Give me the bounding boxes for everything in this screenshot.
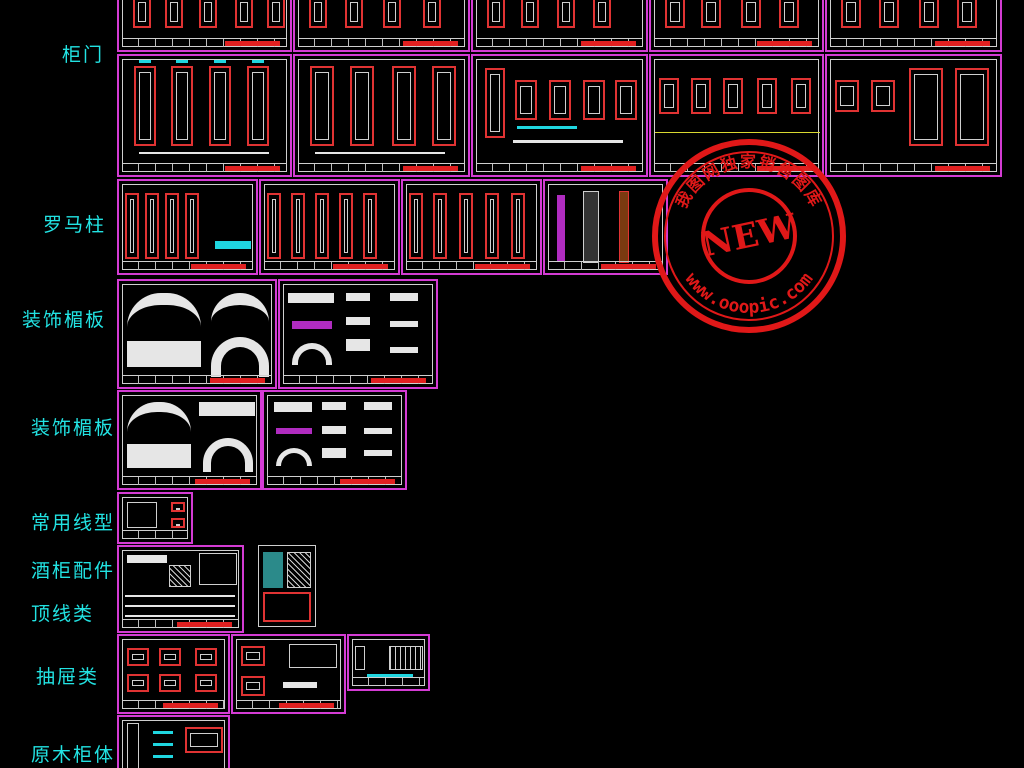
drawing-sheet[interactable] <box>825 54 1002 177</box>
drawing-sheet[interactable] <box>231 634 346 714</box>
drawing-sheet[interactable] <box>117 390 262 490</box>
label-decorative-lintel-2[interactable]: 装饰楣板 <box>31 417 116 439</box>
watermark-new-badge: NEW <box>698 206 800 265</box>
drawing-sheet[interactable] <box>649 54 824 177</box>
watermark-stamp: 我图网独家销售图库 www.ooopic.com NEW <box>652 139 846 333</box>
label-wine-cabinet-parts[interactable]: 酒柜配件 <box>31 560 116 582</box>
drawing-sheet[interactable] <box>117 545 244 633</box>
drawing-sheet[interactable] <box>401 179 542 275</box>
label-cabinet-door[interactable]: 柜门 <box>62 44 105 66</box>
drawing-sheet[interactable] <box>293 54 470 177</box>
drawing-sheet[interactable] <box>117 492 193 544</box>
drawing-sheet[interactable] <box>649 0 824 52</box>
drawing-sheet[interactable] <box>471 0 648 52</box>
drawing-sheet[interactable] <box>278 279 438 389</box>
label-solid-wood-cabinet[interactable]: 原木柜体 <box>31 744 116 766</box>
drawing-sheet[interactable] <box>117 179 258 275</box>
drawing-sheet[interactable] <box>471 54 648 177</box>
drawing-sheet[interactable] <box>259 179 400 275</box>
drawing-sheet[interactable] <box>293 0 470 52</box>
drawing-sheet[interactable] <box>262 390 407 490</box>
drawing-sheet[interactable] <box>347 634 430 691</box>
drawing-sheet[interactable] <box>117 634 230 714</box>
drawing-sheet[interactable] <box>117 54 292 177</box>
drawing-sheet[interactable] <box>117 715 230 768</box>
drawing-sheet[interactable] <box>825 0 1002 52</box>
watermark-site-text: www.ooopic.com <box>681 269 818 319</box>
label-crown-moulding[interactable]: 顶线类 <box>31 603 95 625</box>
wine-cabinet-drawing[interactable] <box>258 545 316 627</box>
label-decorative-lintel-1[interactable]: 装饰楣板 <box>22 309 107 331</box>
label-roman-column[interactable]: 罗马柱 <box>43 214 107 236</box>
drawing-sheet[interactable] <box>117 0 292 52</box>
drawing-sheet[interactable] <box>543 179 668 275</box>
label-common-moulding[interactable]: 常用线型 <box>31 512 116 534</box>
label-drawer[interactable]: 抽屉类 <box>36 666 100 688</box>
drawing-sheet[interactable] <box>117 279 277 389</box>
